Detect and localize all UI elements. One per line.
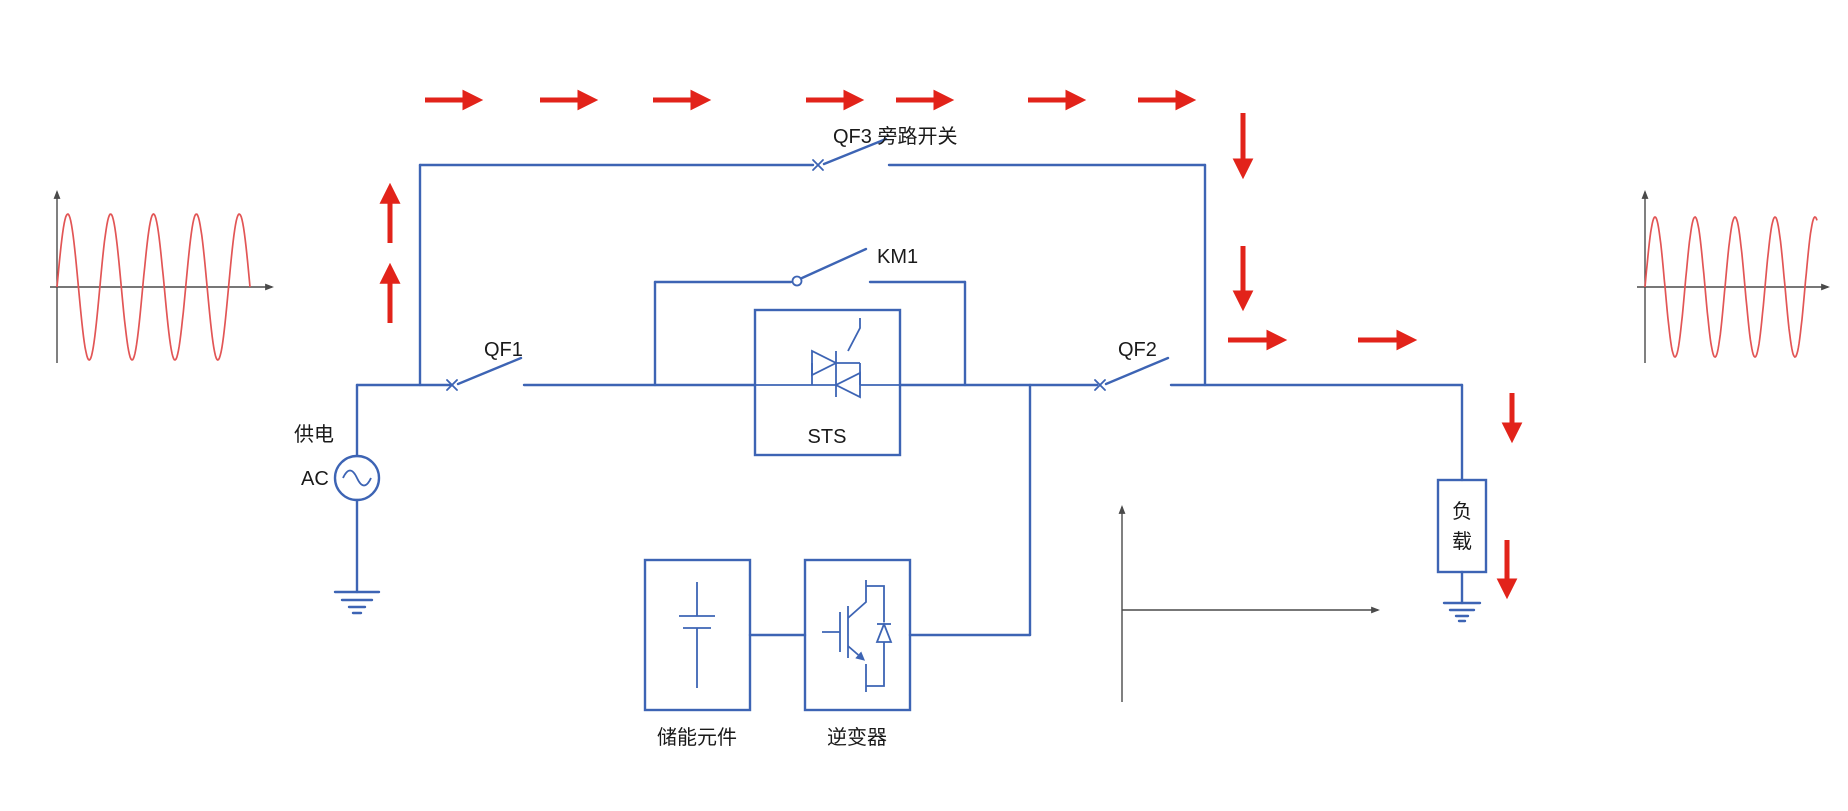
output-waveform-plot <box>1637 190 1830 363</box>
breaker-qf2: QF2 <box>1094 339 1170 391</box>
inverter-box <box>803 558 912 712</box>
sts-gate-lead <box>847 318 861 352</box>
km1-path: KM1 <box>653 246 967 387</box>
sts-thyristor-symbol <box>755 318 900 399</box>
km1-label: KM1 <box>877 246 918 268</box>
km1-contact-hook <box>791 275 803 287</box>
igbt-symbol <box>822 580 893 692</box>
main-bus: QF1 QF2 <box>355 339 1464 482</box>
qf2-blade <box>1104 356 1170 386</box>
inverter-branch: 储能元件 逆变器 <box>643 383 1032 749</box>
load-ground-symbol <box>1442 601 1482 623</box>
storage-module: 储能元件 <box>643 558 752 749</box>
qf1-blade <box>456 356 523 386</box>
qf1-label: QF1 <box>484 339 523 361</box>
inverter-module: 逆变器 <box>803 558 912 749</box>
inverter-label: 逆变器 <box>827 726 887 749</box>
capacitor-symbol <box>679 582 715 688</box>
storage-label: 储能元件 <box>657 726 737 749</box>
igbt-emitter-arrow <box>847 645 866 661</box>
input-waveform-plot <box>50 190 274 363</box>
qf2-label: QF2 <box>1118 339 1157 361</box>
input-sine-wave <box>56 212 251 362</box>
bypass-switch-qf3: QF3 旁路开关 <box>812 125 957 171</box>
sts-label: STS <box>808 426 847 448</box>
source-ground-symbol <box>333 590 381 615</box>
load-module: 负 载 <box>1436 478 1488 623</box>
bypass-line: QF3 旁路开关 <box>418 125 1207 387</box>
source-supply-label: 供电 <box>294 423 334 446</box>
qf3-blade <box>822 137 888 166</box>
source-ac-label: AC <box>301 468 329 490</box>
load-label-line1: 负 <box>1452 500 1472 523</box>
load-label-line2: 载 <box>1452 530 1472 553</box>
bottom-empty-axes <box>1118 505 1380 702</box>
km1-blade <box>800 247 868 280</box>
storage-box <box>643 558 752 712</box>
ac-source: 供电 AC <box>294 383 381 615</box>
breaker-qf1: QF1 <box>446 339 523 391</box>
qf3-label: QF3 旁路开关 <box>833 125 957 148</box>
sts-module: STS <box>753 308 902 457</box>
output-sine-wave <box>1644 215 1818 358</box>
sts-box <box>753 308 902 457</box>
power-flow-arrows <box>379 89 1523 600</box>
ac-sine-glyph <box>342 469 372 487</box>
load-box <box>1436 478 1488 574</box>
contactor-km1: KM1 <box>791 246 918 287</box>
